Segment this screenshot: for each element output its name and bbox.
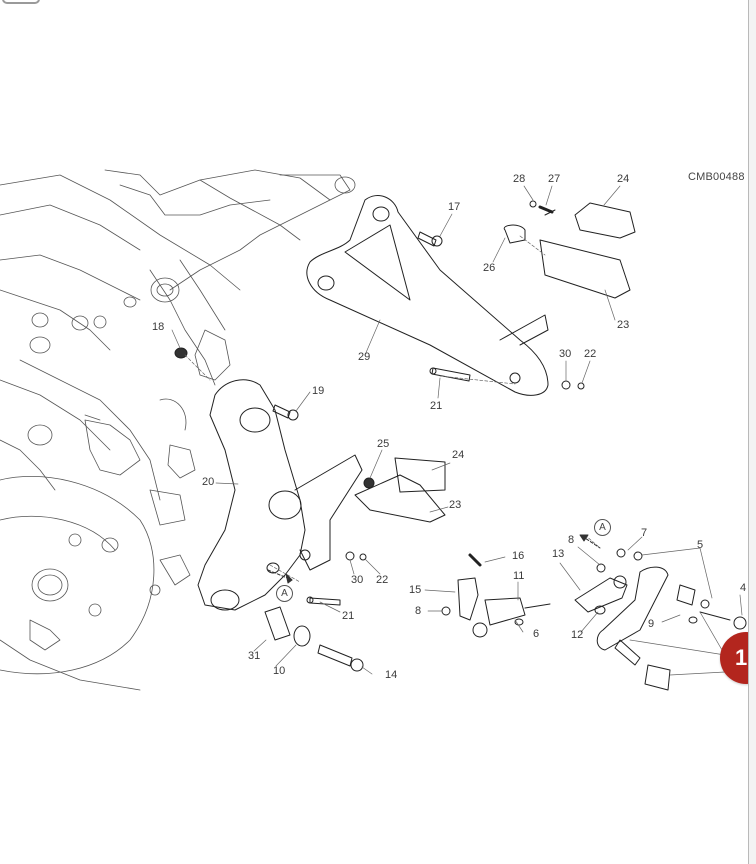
callout-17[interactable]: 17	[448, 201, 461, 213]
callout-23[interactable]: 23	[617, 319, 630, 331]
callout-30[interactable]: 30	[351, 574, 364, 586]
callout-27[interactable]: 27	[548, 173, 561, 185]
callout-23[interactable]: 23	[449, 499, 462, 511]
callout-12[interactable]: 12	[571, 629, 584, 641]
passenger-bracket	[306, 195, 636, 396]
reference-marker-a: A	[276, 585, 293, 602]
callout-11[interactable]: 11	[513, 570, 525, 582]
callout-14[interactable]: 14	[385, 669, 398, 681]
callout-8[interactable]: 8	[415, 605, 422, 617]
callout-28[interactable]: 28	[513, 173, 526, 185]
callout-7[interactable]: 7	[641, 527, 648, 539]
callout-10[interactable]: 10	[273, 665, 286, 677]
rider-bracket	[197, 379, 446, 611]
callout-15[interactable]: 15	[409, 584, 422, 596]
diagram-code: CMB00488	[688, 171, 745, 183]
reference-marker-a: A	[594, 519, 611, 536]
leader-lines	[171, 185, 743, 676]
callout-8[interactable]: 8	[568, 534, 575, 546]
callout-25[interactable]: 25	[377, 438, 390, 450]
callout-21[interactable]: 21	[430, 400, 443, 412]
callout-18[interactable]: 18	[152, 321, 165, 333]
callout-30[interactable]: 30	[559, 348, 572, 360]
callout-13[interactable]: 13	[552, 548, 565, 560]
callout-22[interactable]: 22	[376, 574, 389, 586]
callout-26[interactable]: 26	[483, 262, 496, 274]
callout-9[interactable]: 9	[648, 618, 655, 630]
callout-22[interactable]: 22	[584, 348, 597, 360]
small-parts	[174, 200, 747, 691]
callout-4[interactable]: 4	[740, 582, 747, 594]
callout-19[interactable]: 19	[312, 385, 325, 397]
vertical-scrollbar[interactable]	[748, 0, 756, 864]
callout-24[interactable]: 24	[617, 173, 630, 185]
callout-24[interactable]: 24	[452, 449, 465, 461]
callout-5[interactable]: 5	[697, 539, 704, 551]
callout-21[interactable]: 21	[342, 610, 355, 622]
engine-frame-drawing	[0, 169, 356, 691]
callout-20[interactable]: 20	[202, 476, 215, 488]
callout-29[interactable]: 29	[358, 351, 371, 363]
direction-arrows	[267, 534, 601, 584]
callout-31[interactable]: 31	[248, 650, 261, 662]
top-toolbar-button[interactable]	[2, 0, 40, 4]
callout-6[interactable]: 6	[533, 628, 540, 640]
callout-16[interactable]: 16	[512, 550, 525, 562]
